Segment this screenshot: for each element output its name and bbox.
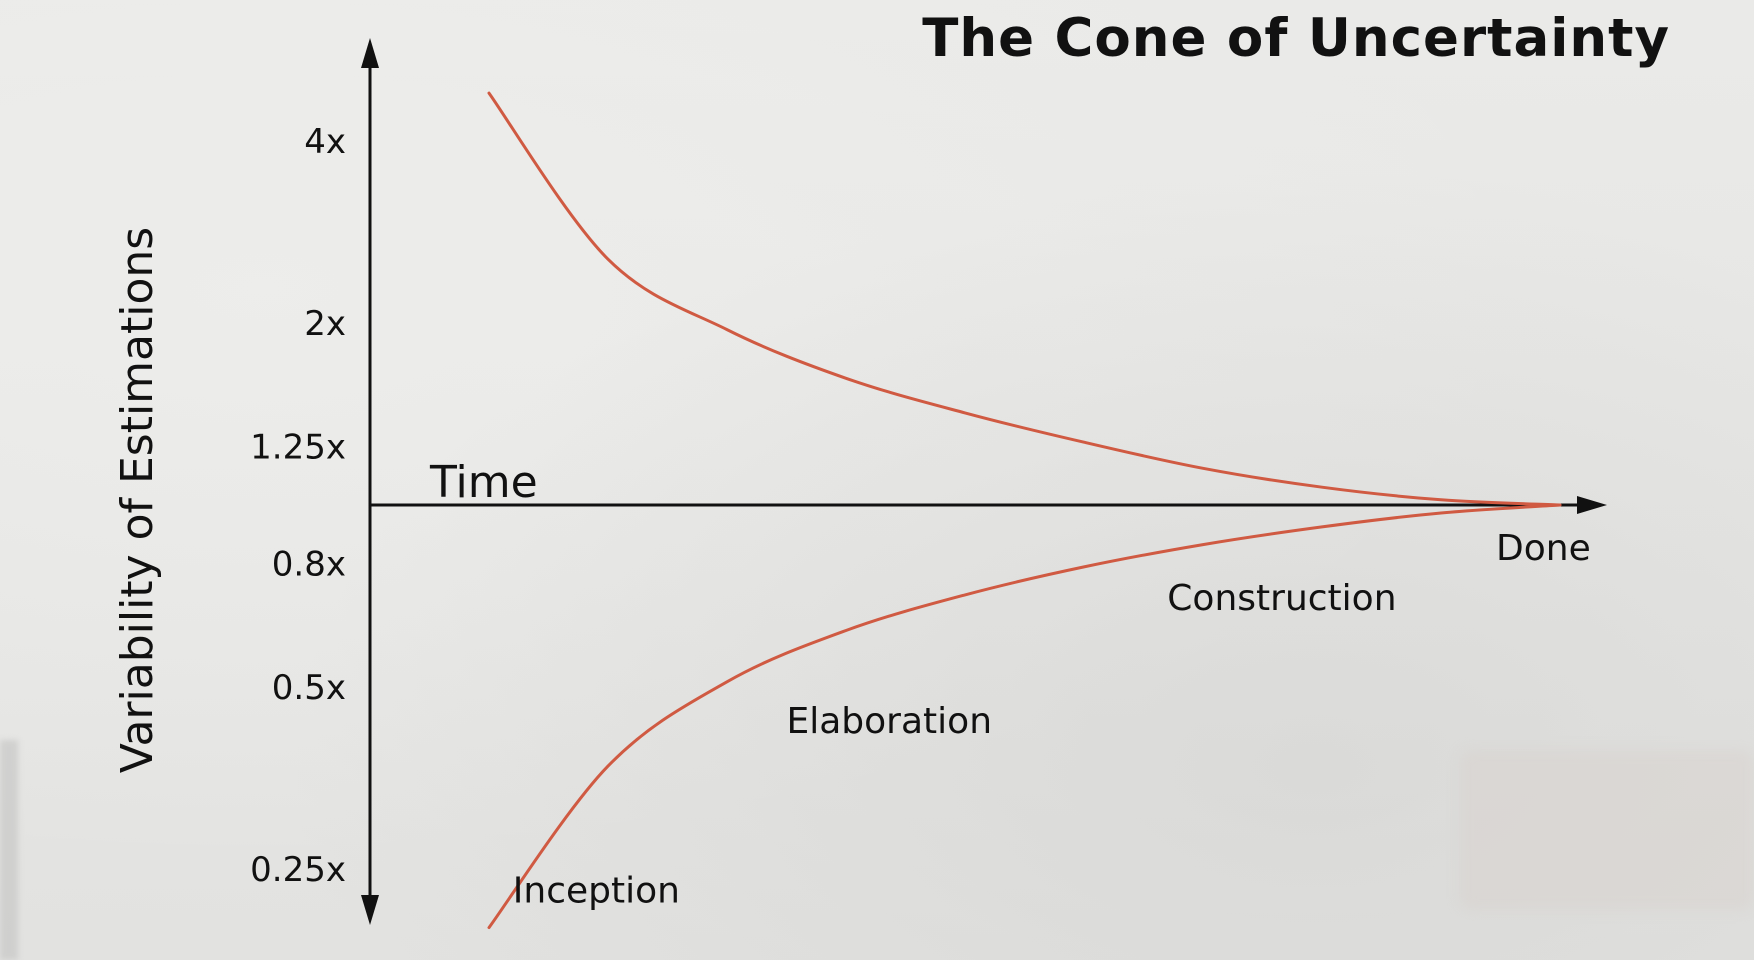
y-tick-label: 0.8x	[272, 545, 346, 585]
phase-labels: Inception Elaboration Construction	[513, 578, 1397, 911]
lower-bound-curve	[487, 503, 1562, 930]
background-blur-left	[0, 740, 18, 960]
phase-label-inception: Inception	[513, 871, 680, 912]
x-axis-arrow	[1577, 496, 1607, 514]
y-tick-label: 0.25x	[250, 850, 346, 890]
axes	[361, 38, 1607, 925]
y-tick-labels: 4x 2x 1.25x 0.8x 0.5x 0.25x	[250, 122, 346, 890]
background-blur-right	[1460, 750, 1754, 910]
upper-bound-curve	[487, 91, 1562, 507]
x-axis-label: Time	[429, 457, 538, 508]
phase-label-construction: Construction	[1167, 578, 1396, 619]
y-tick-label: 0.5x	[272, 668, 346, 708]
x-axis-end-label: Done	[1496, 528, 1591, 569]
curves	[487, 91, 1562, 930]
y-axis-arrow-up	[361, 38, 379, 68]
chart-title: The Cone of Uncertainty	[922, 8, 1670, 69]
phase-label-elaboration: Elaboration	[787, 701, 993, 742]
y-tick-label: 4x	[304, 122, 346, 162]
y-tick-label: 2x	[304, 304, 346, 344]
y-axis-label: Variability of Estimations	[112, 227, 163, 773]
y-tick-label: 1.25x	[250, 427, 346, 467]
y-axis-arrow-down	[361, 895, 379, 925]
